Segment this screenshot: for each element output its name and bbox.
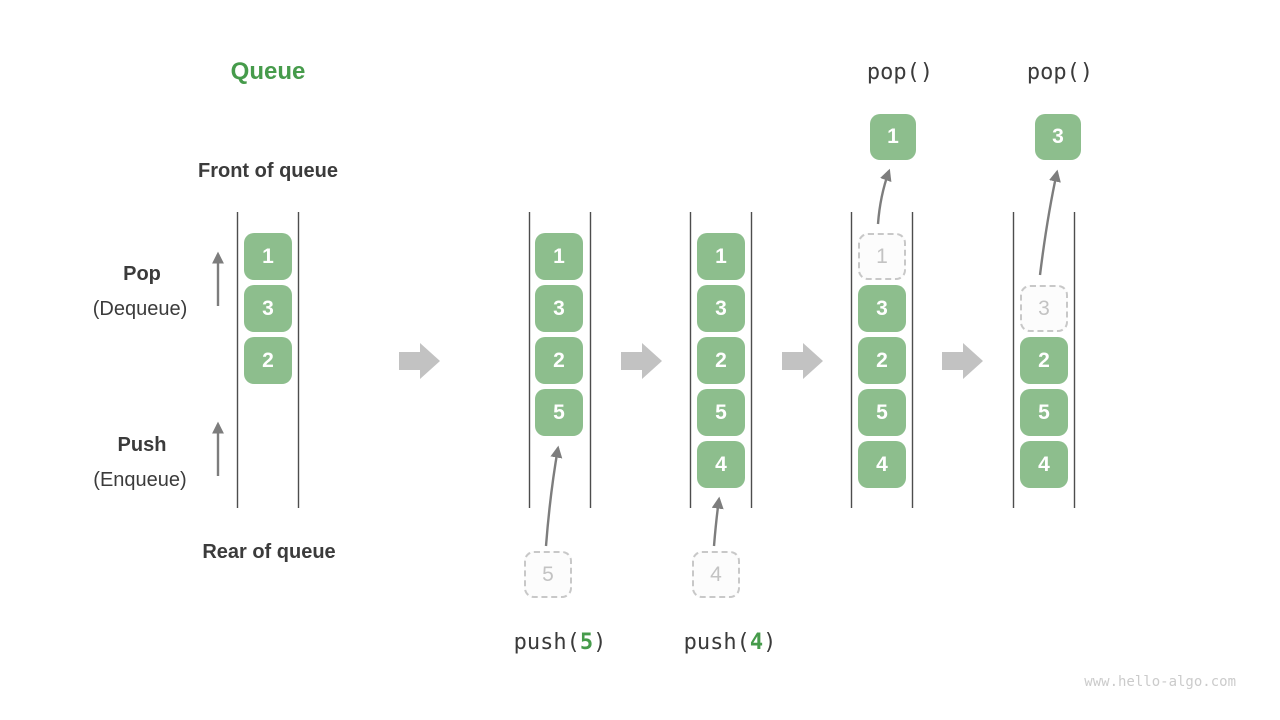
queue-cell: 4 <box>1020 441 1068 488</box>
pending-push-box: 5 <box>524 551 572 598</box>
push-call-arg: 4 <box>749 630 764 655</box>
rear-of-queue-label: Rear of queue <box>202 541 336 563</box>
queue-cell: 5 <box>535 389 583 436</box>
push-call-prefix: push( <box>683 630 750 655</box>
queue-cell: 2 <box>244 337 292 384</box>
push-call-prefix: push( <box>513 630 580 655</box>
pop-call-label-2: pop() <box>1026 60 1094 85</box>
queue-title: Queue <box>230 58 306 85</box>
queue-cell: 3 <box>697 285 745 332</box>
queue-cell: 4 <box>697 441 745 488</box>
push-label: Push <box>117 434 167 456</box>
push-call-label-2: push(4) <box>650 630 810 655</box>
step-arrow-icon <box>782 343 823 379</box>
queue-cell: 3 <box>858 285 906 332</box>
queue-cell-ghost: 1 <box>858 233 906 280</box>
queue-cell: 5 <box>697 389 745 436</box>
queue-cell: 1 <box>244 233 292 280</box>
queue-cell: 2 <box>1020 337 1068 384</box>
push-arrow-4 <box>711 496 724 547</box>
push-call-suffix: ) <box>763 630 777 655</box>
queue-cell: 2 <box>535 337 583 384</box>
queue-cell: 3 <box>535 285 583 332</box>
pop-arrow-1 <box>876 168 892 225</box>
queue-cell: 5 <box>858 389 906 436</box>
queue-cell: 2 <box>697 337 745 384</box>
queue-cell: 2 <box>858 337 906 384</box>
queue-cell: 1 <box>535 233 583 280</box>
pop-sublabel: (Dequeue) <box>92 298 188 320</box>
queue-cell-ghost: 3 <box>1020 285 1068 332</box>
pop-label: Pop <box>123 263 161 285</box>
step-arrow-icon <box>621 343 662 379</box>
queue-cell: 4 <box>858 441 906 488</box>
watermark: www.hello-algo.com <box>1084 674 1236 690</box>
queue-cell: 1 <box>697 233 745 280</box>
step-arrow-icon <box>399 343 440 379</box>
step-arrow-icon <box>942 343 983 379</box>
push-call-suffix: ) <box>593 630 607 655</box>
push-sublabel: (Enqueue) <box>93 469 187 491</box>
queue-cell: 5 <box>1020 389 1068 436</box>
popped-value-box: 3 <box>1035 114 1081 160</box>
pending-push-box: 4 <box>692 551 740 598</box>
pop-arrow-2 <box>1038 169 1061 276</box>
push-arrow-5 <box>544 445 563 547</box>
push-call-label-1: push(5) <box>480 630 640 655</box>
queue-cell: 3 <box>244 285 292 332</box>
popped-value-box: 1 <box>870 114 916 160</box>
push-call-arg: 5 <box>579 630 594 655</box>
front-of-queue-label: Front of queue <box>198 160 338 182</box>
pop-call-label-1: pop() <box>866 60 934 85</box>
